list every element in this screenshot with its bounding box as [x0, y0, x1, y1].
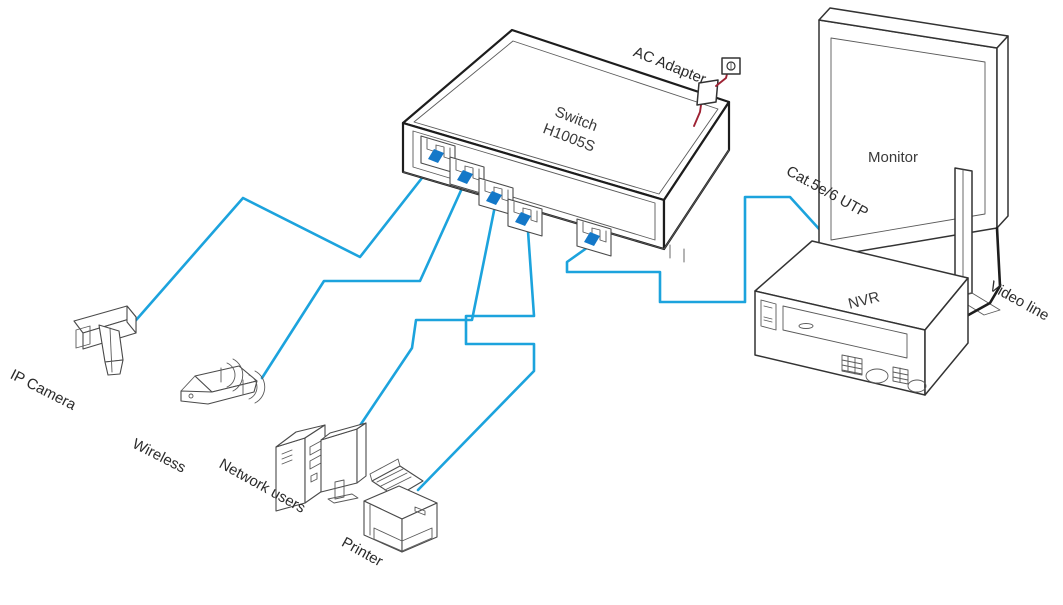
- port-5-notch: [582, 221, 607, 243]
- nvr-drive-bay: [782, 305, 908, 359]
- printer-control-panel: [414, 506, 426, 516]
- ap-front-face: [180, 380, 258, 405]
- port-4-notch: [513, 201, 538, 223]
- switch-port-4[interactable]: [507, 198, 543, 237]
- port-1-plug: [428, 149, 444, 163]
- ethernet-cables: [128, 153, 832, 492]
- switch-port-3[interactable]: [478, 177, 514, 216]
- monitor-label: Monitor: [868, 149, 918, 166]
- cable-port1-ip-camera: [128, 153, 442, 329]
- switch-port-recess: [412, 130, 656, 241]
- cable-port2-wireless: [260, 173, 470, 380]
- camera-mount-detail: [109, 327, 113, 373]
- nvr-power-button-panel: [760, 299, 777, 331]
- nvr-eject-slot: [798, 323, 814, 329]
- monitor-screen: [830, 37, 986, 241]
- ap-left-edge: [180, 375, 196, 392]
- pc-monitor-neck: [334, 479, 345, 500]
- switch-foot-left: [669, 244, 685, 263]
- printer-tray-lines: [376, 468, 412, 491]
- pc-vent-detail: [281, 449, 293, 465]
- port-1-notch: [426, 138, 451, 160]
- port-5-plug: [584, 232, 600, 246]
- camera-sunshade: [75, 325, 91, 349]
- device-switch[interactable]: Switch H1005S: [401, 28, 731, 263]
- port-2-plug: [457, 170, 473, 184]
- cable-port4-printer: [416, 215, 536, 492]
- cable-port3-network-users: [355, 194, 499, 432]
- nvr-button-right[interactable]: [907, 379, 927, 393]
- ap-antenna-1: [220, 358, 244, 392]
- port-2-notch: [455, 159, 480, 181]
- port-4-plug: [515, 212, 531, 226]
- switch-port-1[interactable]: [420, 135, 456, 174]
- printer-tray-edge: [369, 458, 401, 482]
- pc-monitor-side: [356, 422, 367, 484]
- camera-mount-base: [104, 359, 124, 376]
- nvr-right-face: [924, 277, 969, 396]
- switch-top-inner-bevel: [413, 40, 719, 195]
- pc-power-led: [310, 472, 318, 483]
- nvr-power-icon: [763, 305, 773, 323]
- camera-lens-end: [126, 305, 137, 334]
- switch-port-5[interactable]: [576, 218, 612, 257]
- pc-monitor-base: [327, 493, 359, 504]
- ap-status-led: [188, 393, 194, 399]
- port-3-plug: [486, 191, 502, 205]
- monitor-bezel-side: [996, 35, 1009, 229]
- ap-antenna-2: [242, 370, 266, 404]
- device-printer[interactable]: Printer: [339, 458, 438, 570]
- nvr-knob[interactable]: [865, 368, 889, 384]
- cable-port5-nvr: [565, 195, 832, 304]
- port-3-notch: [484, 180, 509, 202]
- printer-output-tray: [373, 527, 433, 552]
- ac-brick: [696, 79, 719, 106]
- nvr-led-array: [841, 354, 863, 376]
